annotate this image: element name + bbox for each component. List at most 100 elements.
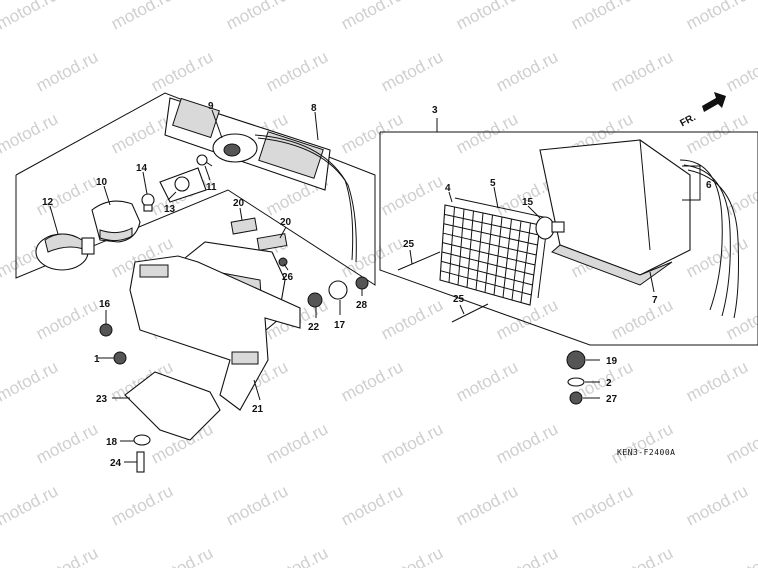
callout-12: 12 [42, 197, 54, 208]
watermark-text: motod.ru [723, 47, 758, 95]
callout-6: 6 [706, 180, 712, 191]
callout-2: 2 [606, 378, 612, 389]
callout-28: 28 [356, 300, 368, 311]
license-bracket-part [129, 255, 301, 411]
callout-22: 22 [308, 322, 320, 333]
nut-16-part [99, 323, 113, 337]
watermark-text: motod.ru [723, 543, 758, 568]
grommet-22-part [307, 292, 323, 308]
watermark-text: motod.ru [453, 0, 521, 34]
callout-9: 9 [208, 101, 214, 112]
watermark-text: motod.ru [0, 357, 61, 405]
callout-21: 21 [252, 404, 264, 415]
watermark-text: motod.ru [723, 419, 758, 467]
watermark-text: motod.ru [338, 0, 406, 34]
callout-4: 4 [445, 183, 451, 194]
tail-lens-part [439, 197, 549, 306]
watermark-text: motod.ru [223, 481, 291, 529]
watermark-text: motod.ru [378, 47, 446, 95]
watermark-text: motod.ru [378, 543, 446, 568]
watermark-text: motod.ru [33, 171, 101, 219]
watermark-text: motod.ru [608, 295, 676, 343]
callout-25-a: 25 [403, 239, 415, 250]
callout-16: 16 [99, 299, 111, 310]
callout-26: 26 [282, 272, 294, 283]
lens-grid-line [442, 242, 536, 266]
pad-part [230, 217, 258, 235]
watermark-text: motod.ru [338, 109, 406, 157]
bulb-part [141, 193, 155, 212]
callout-labels: 1 2 3 4 5 6 7 8 9 10 11 12 13 14 15 16 1… [42, 101, 712, 469]
watermark-text: motod.ru [568, 481, 636, 529]
callout-25-b: 25 [453, 294, 465, 305]
diagram-reference-code: KEN3-F2400A [617, 448, 675, 457]
lamp-housing-part [91, 200, 141, 243]
callout-8: 8 [311, 103, 317, 114]
watermark-text: motod.ru [263, 543, 331, 568]
callout-27: 27 [606, 394, 618, 405]
watermark-text: motod.ru [453, 481, 521, 529]
callout-3: 3 [432, 105, 438, 116]
watermark-text: motod.ru [338, 233, 406, 281]
watermark-text: motod.ru [33, 419, 101, 467]
leader-lines [49, 109, 701, 463]
callout-18: 18 [106, 437, 118, 448]
callout-15: 15 [522, 197, 534, 208]
watermark-text: motod.ru [683, 481, 751, 529]
watermark-text: motod.ru [378, 295, 446, 343]
watermark-text: motod.ru [108, 481, 176, 529]
callout-24: 24 [110, 458, 122, 469]
callout-1: 1 [94, 354, 100, 365]
assembly-outlines [15, 92, 758, 346]
collar-17-part [328, 280, 348, 300]
callout-17: 17 [334, 320, 346, 331]
lens-grid-line [443, 223, 538, 246]
watermark-text: motod.ru [0, 109, 61, 157]
watermark-text: motod.ru [378, 171, 446, 219]
watermark-text: motod.ru [683, 0, 751, 34]
watermark-text: motod.ru [263, 419, 331, 467]
lens-grid-line [444, 213, 539, 236]
watermark-text: motod.ru [33, 543, 101, 568]
bolt-1-part [113, 351, 127, 365]
callout-20-b: 20 [280, 217, 292, 228]
callout-11: 11 [206, 182, 217, 193]
watermark-text: motod.ru [608, 543, 676, 568]
reflector-part [164, 97, 331, 191]
washer-2-part [567, 377, 585, 387]
watermark-text: motod.ru [33, 295, 101, 343]
front-direction-label: FR. [678, 112, 698, 129]
watermark-text: motod.ru [148, 543, 216, 568]
watermark-text: motod.ru [453, 109, 521, 157]
watermark-text: motod.ru [493, 47, 561, 95]
screw-28-part [355, 276, 369, 290]
washer-18-part [133, 434, 151, 446]
watermark-text: motod.ru [338, 481, 406, 529]
lens-grid-line [441, 260, 533, 286]
watermark-text: motod.ru [453, 357, 521, 405]
tail-bulb-part [535, 216, 565, 240]
watermark-text: motod.ru [223, 0, 291, 34]
callout-10: 10 [96, 177, 108, 188]
lens-grid-line [441, 251, 535, 276]
callout-13: 13 [164, 204, 176, 215]
screw-11-part [196, 154, 213, 167]
pad-part [256, 233, 288, 251]
bracket-cover-part [124, 371, 221, 441]
callout-14: 14 [136, 163, 148, 174]
watermark-text: motod.ru [338, 357, 406, 405]
lamp-lens-part [35, 233, 95, 271]
watermark-text: motod.ru [33, 47, 101, 95]
socket-plate-part [159, 167, 207, 203]
watermark-text: motod.ru [108, 0, 176, 34]
watermark-text: motod.ru [378, 419, 446, 467]
watermark-text: motod.ru [148, 47, 216, 95]
watermark-text: motod.ru [723, 295, 758, 343]
watermark-text: motod.ru [683, 233, 751, 281]
watermark-text: motod.ru [608, 47, 676, 95]
screw-24-part [136, 451, 145, 473]
nut-27-part [569, 391, 583, 405]
lens-grid-line [440, 270, 532, 296]
